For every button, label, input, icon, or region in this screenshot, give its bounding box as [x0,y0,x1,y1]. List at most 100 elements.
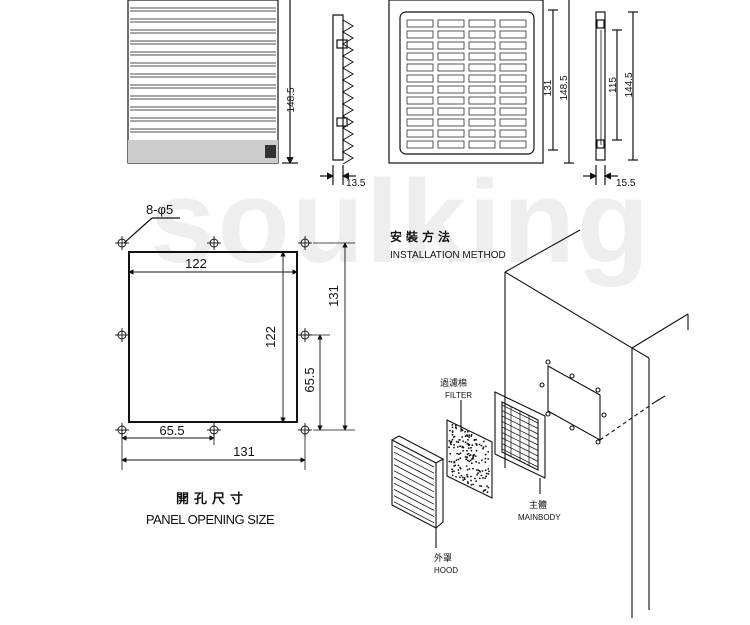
grid-slot [468,107,496,116]
filter-dot [480,474,483,477]
filter-dot [474,477,476,480]
filter-dot [456,446,459,448]
filter-dot [471,444,474,447]
grid-slot [406,118,434,127]
hood-slat [393,451,435,474]
filter-dot [483,440,485,443]
grid-slot [499,96,527,105]
grid-slot [406,52,434,61]
holes-label: 8-φ5 [146,202,173,217]
grid-slot [468,41,496,50]
filter-dot [448,440,451,442]
filter-dot [482,477,484,479]
panel-inner-height-label: 122 [263,326,278,348]
front-height-label: 148.5 [286,87,297,112]
filter-dot [451,423,454,426]
panel-bottom-width-label: 131 [233,444,255,459]
filter-dot [450,443,452,446]
hood-slat [393,470,435,493]
grid-slot [468,118,496,127]
filter-dot [455,426,457,429]
filter-dot [472,483,474,486]
hood-slat [393,501,435,524]
filter-dot [455,459,458,461]
grid-slot [437,19,465,28]
filter-dot [448,460,451,463]
filter-dot [482,446,485,449]
filter-dot [481,459,483,462]
filter-dot [458,453,460,456]
filter-dot [470,475,472,478]
filter-dot [477,472,479,474]
filter-dot [470,435,473,437]
grid-slot [499,129,527,138]
panel-top-width-label: 122 [185,256,207,271]
filter-dot [475,460,477,463]
grid-slot [437,107,465,116]
grid-slot [499,52,527,61]
filter-dot [475,438,477,441]
watermark-text: soulking [150,156,651,288]
filter-dot [451,438,454,441]
side2-inner-label: 115 [608,77,619,93]
filter-dot [466,459,469,462]
panel-half-width-label: 65.5 [159,423,184,438]
filter-dot [450,460,453,463]
filter-dot [466,469,469,471]
side2-depth-label: 15.5 [616,178,636,189]
filter-dot [475,480,477,482]
filter-dot [466,456,468,458]
hood-slat [393,458,435,480]
filter-dot [464,456,467,458]
filter-dot [459,476,461,479]
grid-slot [406,107,434,116]
grid-slot [437,118,465,127]
grid-slot [406,85,434,94]
hood-slat [393,476,435,499]
filter-dot [484,461,487,464]
filter-dot [484,489,487,491]
filter-dot [453,465,455,467]
filter-dot [485,445,487,448]
filter-dot [451,430,454,433]
filter-dot [466,434,468,437]
back-view [388,0,574,164]
filter-dot [466,430,469,433]
filter-dot [482,490,485,493]
grid-slot [437,30,465,39]
filter-dot [468,454,471,457]
filter-dot [470,449,473,452]
filter-dot [467,447,470,450]
filter-dot [472,457,474,460]
filter-dot [467,482,469,485]
filter-dot [455,475,457,478]
hood-slat [393,464,435,486]
filter-dot [453,470,455,473]
filter-dot [455,440,458,443]
filter-dot [472,467,474,470]
filter-dot [466,481,469,483]
install-title-en: INSTALLATION METHOD [390,250,506,261]
filter-dot [449,442,452,444]
grid-slot [499,19,527,28]
hood-slat [393,489,435,511]
filter-dot [449,452,452,455]
side-view-1 [320,14,356,185]
grid-slot [437,85,465,94]
grid-slot [406,63,434,72]
filter-dot [487,468,490,470]
filter-dot [487,486,490,489]
filter-dot [468,434,471,436]
grid-slot [437,140,465,149]
filter-dot [467,452,470,455]
filter-dot [451,468,454,471]
filter-dot [478,443,481,446]
side2-outer-label: 144.5 [624,72,635,97]
filter-dot [464,441,467,443]
filter-dot [459,452,462,455]
grid-slot [406,74,434,83]
filter-dot [463,477,466,479]
back-height-label: 148.5 [559,75,570,100]
filter-dot [475,449,478,452]
grid-slot [468,129,496,138]
